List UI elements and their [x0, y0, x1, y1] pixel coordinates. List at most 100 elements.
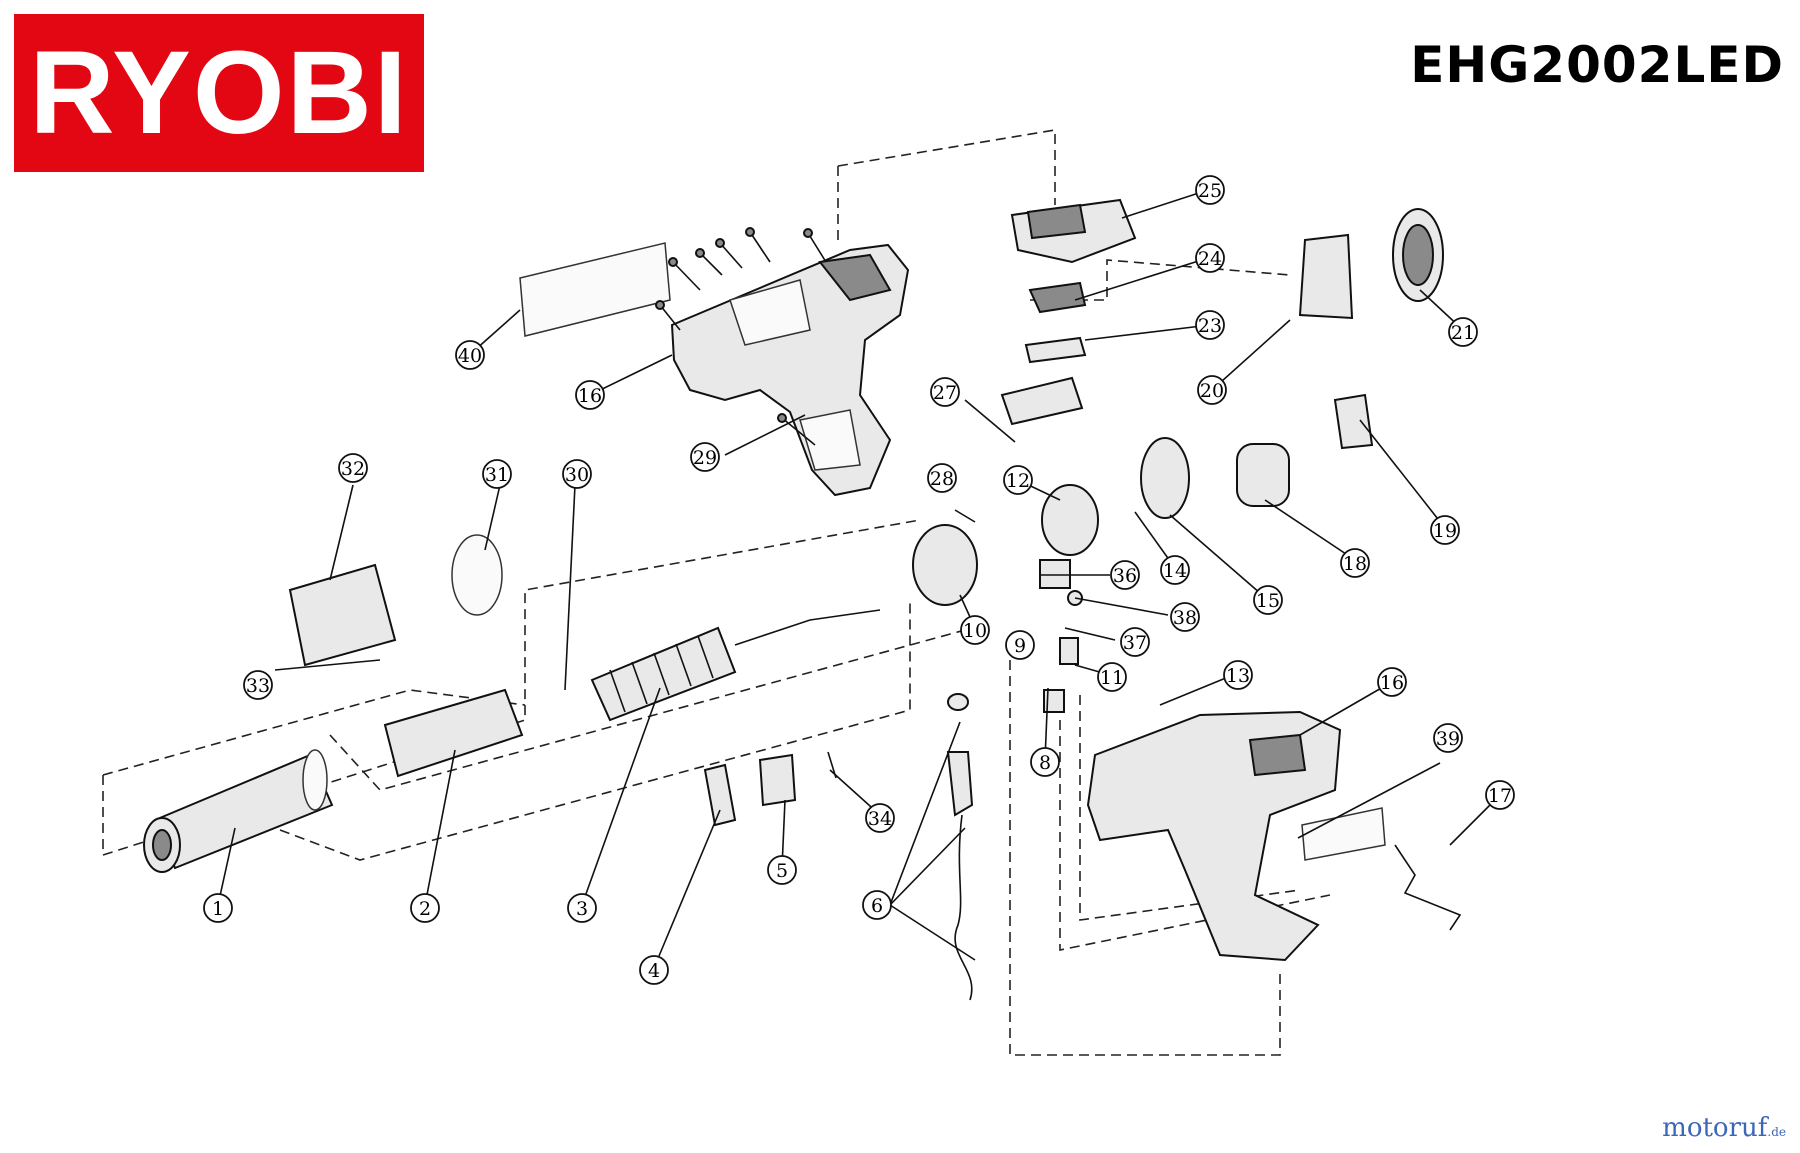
concentrator-nozzle	[288, 534, 503, 667]
callout-circle	[1448, 317, 1478, 347]
wire-hanger	[1394, 844, 1462, 931]
callout-circle	[562, 459, 592, 489]
callout-circle	[410, 893, 440, 923]
watermark-tld: .de	[1767, 1125, 1786, 1139]
callout-circle	[1005, 630, 1035, 660]
callout-circle	[1170, 602, 1200, 632]
callout-number: 13	[1226, 665, 1250, 687]
callout-circle	[1195, 310, 1225, 340]
callout-number: 34	[868, 808, 892, 830]
housing-screws	[655, 227, 827, 446]
callout-circle	[1197, 375, 1227, 405]
small-parts	[703, 559, 1083, 827]
callout-15: 15	[1253, 585, 1283, 615]
callout-number: 16	[578, 385, 602, 407]
callout-number: 9	[1014, 635, 1026, 657]
callout-37: 37	[1120, 627, 1150, 657]
callout-circle	[690, 442, 720, 472]
callout-24: 24	[1195, 243, 1225, 273]
callout-circle	[1430, 515, 1460, 545]
callout-circle	[1433, 723, 1463, 753]
callout-number: 2	[419, 898, 431, 920]
callout-25: 25	[1195, 175, 1225, 205]
callout-circle	[767, 855, 797, 885]
callout-number: 30	[565, 464, 589, 486]
callout-16: 16	[575, 380, 605, 410]
callout-circle	[927, 463, 957, 493]
callout-number: 28	[930, 468, 954, 490]
callout-circle	[960, 615, 990, 645]
callout-number: 31	[485, 464, 509, 486]
callout-circle	[862, 890, 892, 920]
callout-31: 31	[482, 459, 512, 489]
callout-2: 2	[410, 893, 440, 923]
upper-housing-half	[670, 243, 910, 497]
callout-40: 40	[455, 340, 485, 370]
callout-number: 1	[212, 898, 224, 920]
ryobi-logo: RYOBI	[14, 14, 424, 172]
callout-13: 13	[1223, 660, 1253, 690]
callout-number: 12	[1006, 470, 1030, 492]
callout-23: 23	[1195, 310, 1225, 340]
callout-number: 25	[1198, 180, 1222, 202]
callout-circle	[865, 803, 895, 833]
callout-1: 1	[203, 893, 233, 923]
callout-circle	[567, 893, 597, 923]
callout-circle	[1340, 548, 1370, 578]
callout-number: 21	[1451, 322, 1475, 344]
callout-number: 5	[776, 860, 788, 882]
callout-30: 30	[562, 459, 592, 489]
callout-circle	[455, 340, 485, 370]
callout-33: 33	[243, 670, 273, 700]
callout-circle	[1120, 627, 1150, 657]
power-cord	[946, 693, 974, 1001]
callout-circle	[1195, 243, 1225, 273]
callout-18: 18	[1340, 548, 1370, 578]
callout-circle	[1377, 667, 1407, 697]
callout-circle	[338, 453, 368, 483]
watermark: motoruf.de	[1662, 1113, 1786, 1143]
callout-3: 3	[567, 893, 597, 923]
callout-number: 32	[341, 458, 365, 480]
callout-circle	[1160, 555, 1190, 585]
label-strip	[519, 242, 671, 337]
callout-11: 11	[1097, 662, 1127, 692]
callout-number: 29	[693, 447, 717, 469]
callout-10: 10	[960, 615, 990, 645]
callout-number: 11	[1100, 667, 1124, 689]
callout-circle	[203, 893, 233, 923]
callout-12: 12	[1003, 465, 1033, 495]
callout-36: 36	[1110, 560, 1140, 590]
callout-circle	[1253, 585, 1283, 615]
callout-number: 18	[1343, 553, 1367, 575]
callout-16: 16	[1377, 667, 1407, 697]
callout-number: 23	[1198, 315, 1222, 337]
ryobi-logo-text: RYOBI	[29, 27, 409, 159]
dial-assembly	[1298, 208, 1444, 320]
rating-label	[1301, 807, 1386, 861]
callout-9: 9	[1005, 630, 1035, 660]
callout-circle	[482, 459, 512, 489]
callout-6: 6	[862, 890, 892, 920]
callout-number: 15	[1256, 590, 1280, 612]
callout-circle	[575, 380, 605, 410]
callout-number: 20	[1200, 380, 1224, 402]
callout-4: 4	[639, 955, 669, 985]
callout-number: 8	[1039, 752, 1051, 774]
callout-number: 37	[1123, 632, 1147, 654]
callout-19: 19	[1430, 515, 1460, 545]
callout-number: 19	[1433, 520, 1457, 542]
callout-32: 32	[338, 453, 368, 483]
callout-number: 6	[871, 895, 883, 917]
callout-39: 39	[1433, 723, 1463, 753]
callout-17: 17	[1485, 780, 1515, 810]
callout-34: 34	[865, 803, 895, 833]
callout-number: 27	[933, 382, 957, 404]
callout-circle	[1195, 175, 1225, 205]
lower-housing-half	[1086, 710, 1342, 962]
callout-circle	[1003, 465, 1033, 495]
switch-assembly	[1000, 198, 1137, 426]
callout-number: 36	[1113, 565, 1137, 587]
motor-assembly	[1041, 393, 1374, 556]
callout-circle	[1223, 660, 1253, 690]
